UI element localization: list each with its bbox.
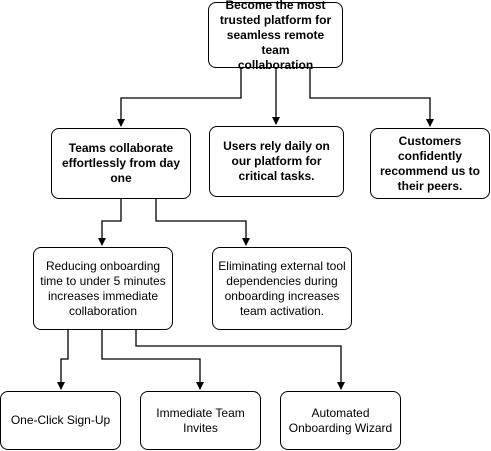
connector-goal-to-customers (309, 68, 434, 127)
connector-onboarding-to-invites (101, 330, 204, 390)
outcome-node-customers: Customers confidently recommend us to th… (370, 128, 490, 199)
feature-node-invites: Immediate Team Invites (140, 391, 261, 450)
feature-node-wizard: Automated Onboarding Wizard (280, 391, 401, 450)
goal-node: Become the most trusted platform for sea… (208, 0, 343, 72)
outcome-node-users-label: Users rely daily on our platform for cri… (223, 139, 330, 183)
goal-node-label: Become the most trusted platform for sea… (219, 0, 332, 72)
connector-goal-to-teams (117, 68, 242, 127)
feature-node-wizard-label: Automated Onboarding Wizard (288, 405, 393, 435)
feature-node-invites-label: Immediate Team Invites (156, 405, 245, 435)
hypothesis-node-external-tools: Eliminating external tool dependencies d… (212, 247, 352, 330)
outcome-node-customers-label: Customers confidently recommend us to th… (379, 133, 481, 193)
feature-node-signup: One-Click Sign-Up (0, 391, 121, 450)
connector-teams-to-onboarding-time (98, 199, 122, 246)
connector-onboarding-to-signup (57, 330, 69, 390)
feature-node-signup-label: One-Click Sign-Up (10, 413, 111, 427)
hypothesis-node-onboarding-time-label: Reducing onboarding time to under 5 minu… (40, 258, 166, 318)
outcome-node-users: Users rely daily on our platform for cri… (209, 126, 344, 197)
hypothesis-node-onboarding-time: Reducing onboarding time to under 5 minu… (33, 247, 173, 330)
connector-teams-to-external-tools (155, 199, 250, 246)
connector-onboarding-to-wizard (135, 330, 345, 390)
hypothesis-node-external-tools-label: Eliminating external tool dependencies d… (218, 258, 346, 318)
outcome-node-teams-label: Teams collaborate effortlessly from day … (61, 141, 181, 185)
outcome-node-teams: Teams collaborate effortlessly from day … (51, 128, 191, 199)
